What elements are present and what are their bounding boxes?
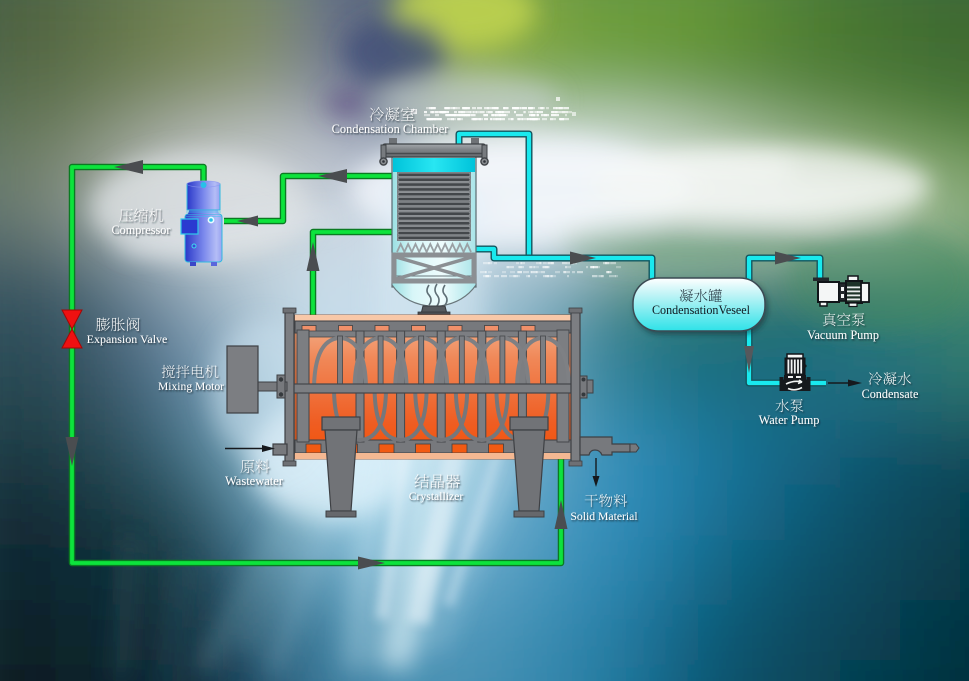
svg-text:Condensate: Condensate <box>862 387 919 401</box>
svg-text:Solid Material: Solid Material <box>570 510 638 523</box>
svg-text:CondensationVeseel: CondensationVeseel <box>652 303 751 317</box>
svg-text:Crystallizer: Crystallizer <box>409 490 464 503</box>
svg-text:Expansion Valve: Expansion Valve <box>87 332 168 346</box>
svg-text:Mixing Motor: Mixing Motor <box>158 380 224 393</box>
svg-text:Compressor: Compressor <box>112 223 171 237</box>
svg-text:Vacuum Pump: Vacuum Pump <box>807 328 879 342</box>
svg-text:Wastewater: Wastewater <box>225 474 284 488</box>
svg-text:Water Pump: Water Pump <box>759 413 820 427</box>
svg-text:Condensation Chamber: Condensation Chamber <box>332 122 450 136</box>
